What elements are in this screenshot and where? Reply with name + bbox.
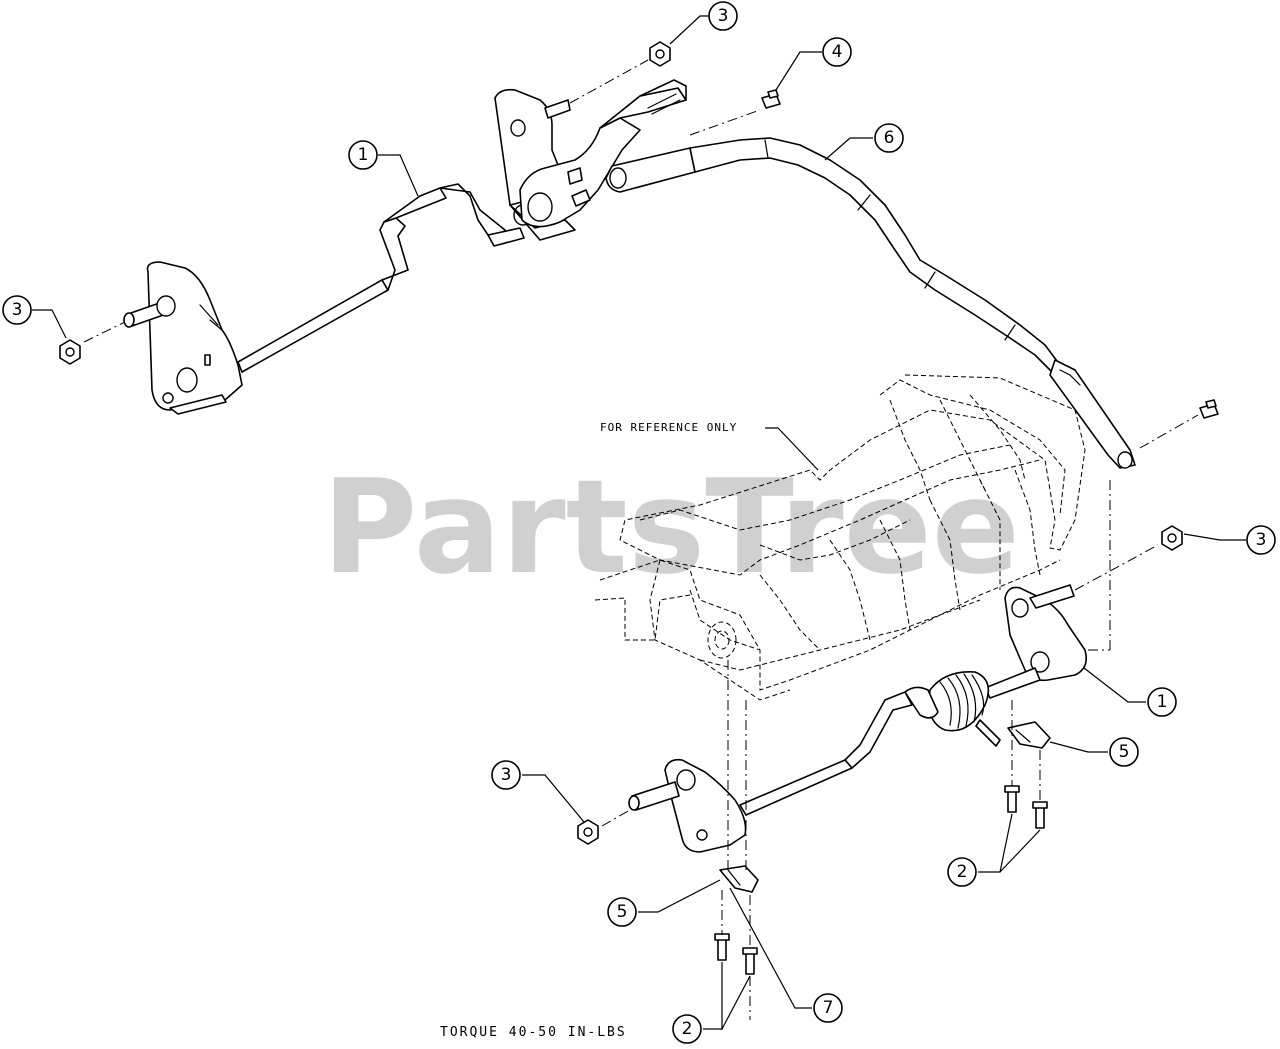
callout-5-right: 5 (1109, 737, 1139, 767)
callout-1-bottom: 1 (1147, 687, 1177, 717)
torsion-spring (928, 671, 1001, 747)
svg-text:5: 5 (617, 902, 628, 922)
callout-2-right: 2 (947, 857, 977, 887)
svg-text:1: 1 (1157, 692, 1168, 712)
hex-nut-top (649, 41, 671, 67)
hex-nut-right (1161, 525, 1183, 551)
svg-text:7: 7 (823, 998, 834, 1018)
svg-text:3: 3 (12, 300, 23, 320)
bolt-pair-bottom (714, 933, 758, 975)
svg-text:5: 5 (1119, 742, 1130, 762)
svg-text:4: 4 (832, 42, 843, 62)
callout-6: 6 (874, 123, 904, 153)
watermark-text: PartsTree (322, 451, 1020, 603)
callout-4: 4 (822, 37, 852, 67)
callout-2-bottom: 2 (672, 1014, 702, 1044)
callout-3-top: 3 (708, 1, 738, 31)
callout-5-bottom: 5 (607, 897, 637, 927)
callout-3-left: 3 (2, 295, 32, 325)
callout-3-right: 3 (1246, 525, 1276, 555)
mower-deck-reference (594, 374, 1086, 701)
torque-note: TORQUE 40-50 IN-LBS (440, 1025, 627, 1040)
svg-text:1: 1 (358, 145, 369, 165)
svg-text:6: 6 (884, 128, 895, 148)
hex-nut-bottom (577, 819, 599, 845)
callout-7: 7 (813, 993, 843, 1023)
shoulder-bolt-right (1199, 399, 1219, 419)
leader-lines (32, 15, 1246, 1030)
svg-text:2: 2 (682, 1019, 693, 1039)
hex-nut-left (59, 339, 81, 365)
hardware (59, 41, 1219, 975)
lift-handle-bracket (494, 79, 687, 241)
svg-text:2: 2 (957, 862, 968, 882)
svg-text:3: 3 (718, 6, 729, 26)
bolt-pair-right (1004, 785, 1048, 829)
reference-note: FOR REFERENCE ONLY (600, 421, 737, 434)
handle-rod (605, 137, 1136, 469)
rear-lift-shaft (123, 183, 525, 415)
callout-1-top: 1 (348, 140, 378, 170)
callout-3-bottom: 3 (491, 760, 521, 790)
shoulder-bolt-top (761, 89, 781, 109)
svg-text:3: 3 (501, 765, 512, 785)
svg-text:3: 3 (1256, 530, 1267, 550)
front-lift-shaft (628, 584, 1088, 893)
